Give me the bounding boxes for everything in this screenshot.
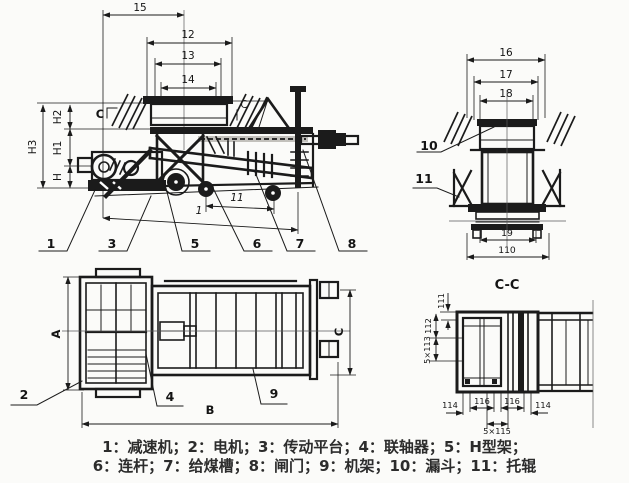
callout-9: 9	[270, 386, 279, 401]
side-view-top-dimensions: 15 12 13 14	[102, 2, 233, 218]
end-view-bottom-dimensions: 19 110	[466, 228, 550, 260]
dim-label-l12: 112	[423, 318, 433, 334]
plan-frame-shape	[62, 278, 350, 381]
section-bottom-dimensions: 114 116 116 114 5×115	[442, 392, 551, 436]
legend-item-5: 5：H型架；	[443, 438, 527, 456]
parts-legend: 1：减速机；2：电机；3：传动平台；4：联轴器；5：H型架； 6：连杆；7：给煤…	[0, 438, 629, 476]
end-view-callouts: 10 11	[412, 126, 495, 198]
side-view-bottom-dimensions: 11 1	[102, 192, 299, 234]
dim-label-l4: 14	[181, 74, 195, 86]
section-cut-marks: C C	[96, 99, 248, 121]
dim-label-h2: H2	[52, 110, 64, 125]
dim-label-5xl15: 5×115	[483, 426, 511, 436]
dim-label-c: C	[332, 328, 346, 336]
dim-label-l16-right: 116	[504, 396, 520, 406]
dim-label-l6: 16	[499, 47, 513, 59]
legend-item-4: 4：联轴器；	[358, 438, 444, 456]
callout-10: 10	[420, 138, 438, 153]
dim-label-h: H	[52, 173, 64, 181]
dim-label-l16-left: 116	[474, 396, 490, 406]
legend-item-1: 1：减速机；	[102, 438, 188, 456]
callout-6: 6	[253, 236, 262, 251]
legend-line-1: 1：减速机；2：电机；3：传动平台；4：联轴器；5：H型架；	[0, 438, 629, 457]
end-view-centerlines	[449, 90, 566, 247]
section-left-dimensions: 111 112 5×113	[422, 293, 463, 364]
a-frame-shape	[248, 96, 290, 129]
idler-bracket-left	[448, 168, 476, 208]
hopper-shape	[143, 96, 233, 127]
legend-item-10: 10：漏斗；	[389, 457, 471, 475]
side-elevation-view: 15 12 13 14 H3 H2 H1 H	[27, 2, 368, 252]
floor-hatching-right	[229, 93, 268, 131]
dim-label-l14-right: 114	[535, 400, 551, 410]
dim-label-h3: H3	[27, 140, 39, 155]
section-rails-shape	[536, 300, 594, 428]
callout-8: 8	[348, 236, 357, 251]
drive-shaft-shape	[299, 130, 360, 149]
dim-label-l1: 11	[230, 192, 243, 204]
dim-label-l11: 111	[436, 293, 446, 309]
legend-item-2: 2：电机；	[187, 438, 258, 456]
callout-7: 7	[296, 236, 305, 251]
callout-1: 1	[47, 236, 56, 251]
dim-label-l13: 5×113	[422, 336, 432, 364]
plan-view-callouts: 2 4 9	[10, 353, 288, 407]
dim-label-h1: H1	[52, 141, 64, 156]
dim-label-l5: 15	[133, 2, 146, 14]
legend-item-6: 6：连杆；	[92, 457, 164, 475]
idler-bracket-right	[538, 168, 566, 208]
callout-4: 4	[166, 389, 175, 404]
callout-11: 11	[415, 171, 432, 186]
dim-label-l7: 17	[499, 69, 512, 81]
dim-label-l2: 12	[181, 29, 194, 41]
end-view: 16 17 18	[412, 47, 576, 260]
legend-line-2: 6：连杆；7：给煤槽；8：闸门；9：机架；10：漏斗；11：托辊	[0, 457, 629, 476]
side-view-height-dimensions: H3 H2 H1 H	[27, 102, 150, 189]
section-view-title: C-C	[495, 278, 520, 293]
callout-5: 5	[191, 236, 200, 251]
callout-2: 2	[20, 387, 29, 402]
dim-label-l8: 18	[499, 88, 512, 100]
dim-label-a: A	[49, 329, 63, 338]
legend-item-8: 8：闸门；	[248, 457, 320, 475]
side-view-callouts: 1 3 5 6 7 8	[38, 149, 368, 252]
dim-label-b: B	[206, 403, 215, 417]
coal-trough-shape	[148, 135, 314, 180]
dim-label-l14-left: 114	[442, 400, 458, 410]
reducer-shape	[76, 148, 166, 199]
legend-item-3: 3：传动平台；	[257, 438, 359, 456]
section-mark-c-left: C	[96, 107, 104, 121]
callout-3: 3	[108, 236, 117, 251]
section-body-shape	[455, 310, 540, 394]
legend-item-7: 7：给煤槽；	[163, 457, 249, 475]
section-mark-c-right: C	[240, 99, 247, 111]
dim-label-l10: 110	[498, 245, 516, 256]
dim-label-l3: 13	[181, 50, 194, 62]
dim-label-l: 1	[196, 205, 203, 217]
dim-label-l9: 19	[501, 228, 513, 239]
plan-view-dimensions: A B C	[49, 276, 356, 428]
end-view-hatching	[443, 111, 576, 147]
plan-view: A B C 2 4 9	[10, 267, 356, 428]
plan-motor-block-shape	[78, 267, 154, 399]
legend-item-11: 11：托辊	[470, 457, 537, 475]
idler-rollers-shape	[94, 168, 319, 201]
end-view-top-dimensions: 16 17 18	[466, 47, 546, 121]
floor-hatching-left	[111, 93, 150, 131]
legend-item-9: 9：机架；	[319, 457, 390, 475]
section-cc-view: C-C	[422, 278, 594, 436]
drawing-canvas: 15 12 13 14 H3 H2 H1 H	[10, 2, 594, 436]
